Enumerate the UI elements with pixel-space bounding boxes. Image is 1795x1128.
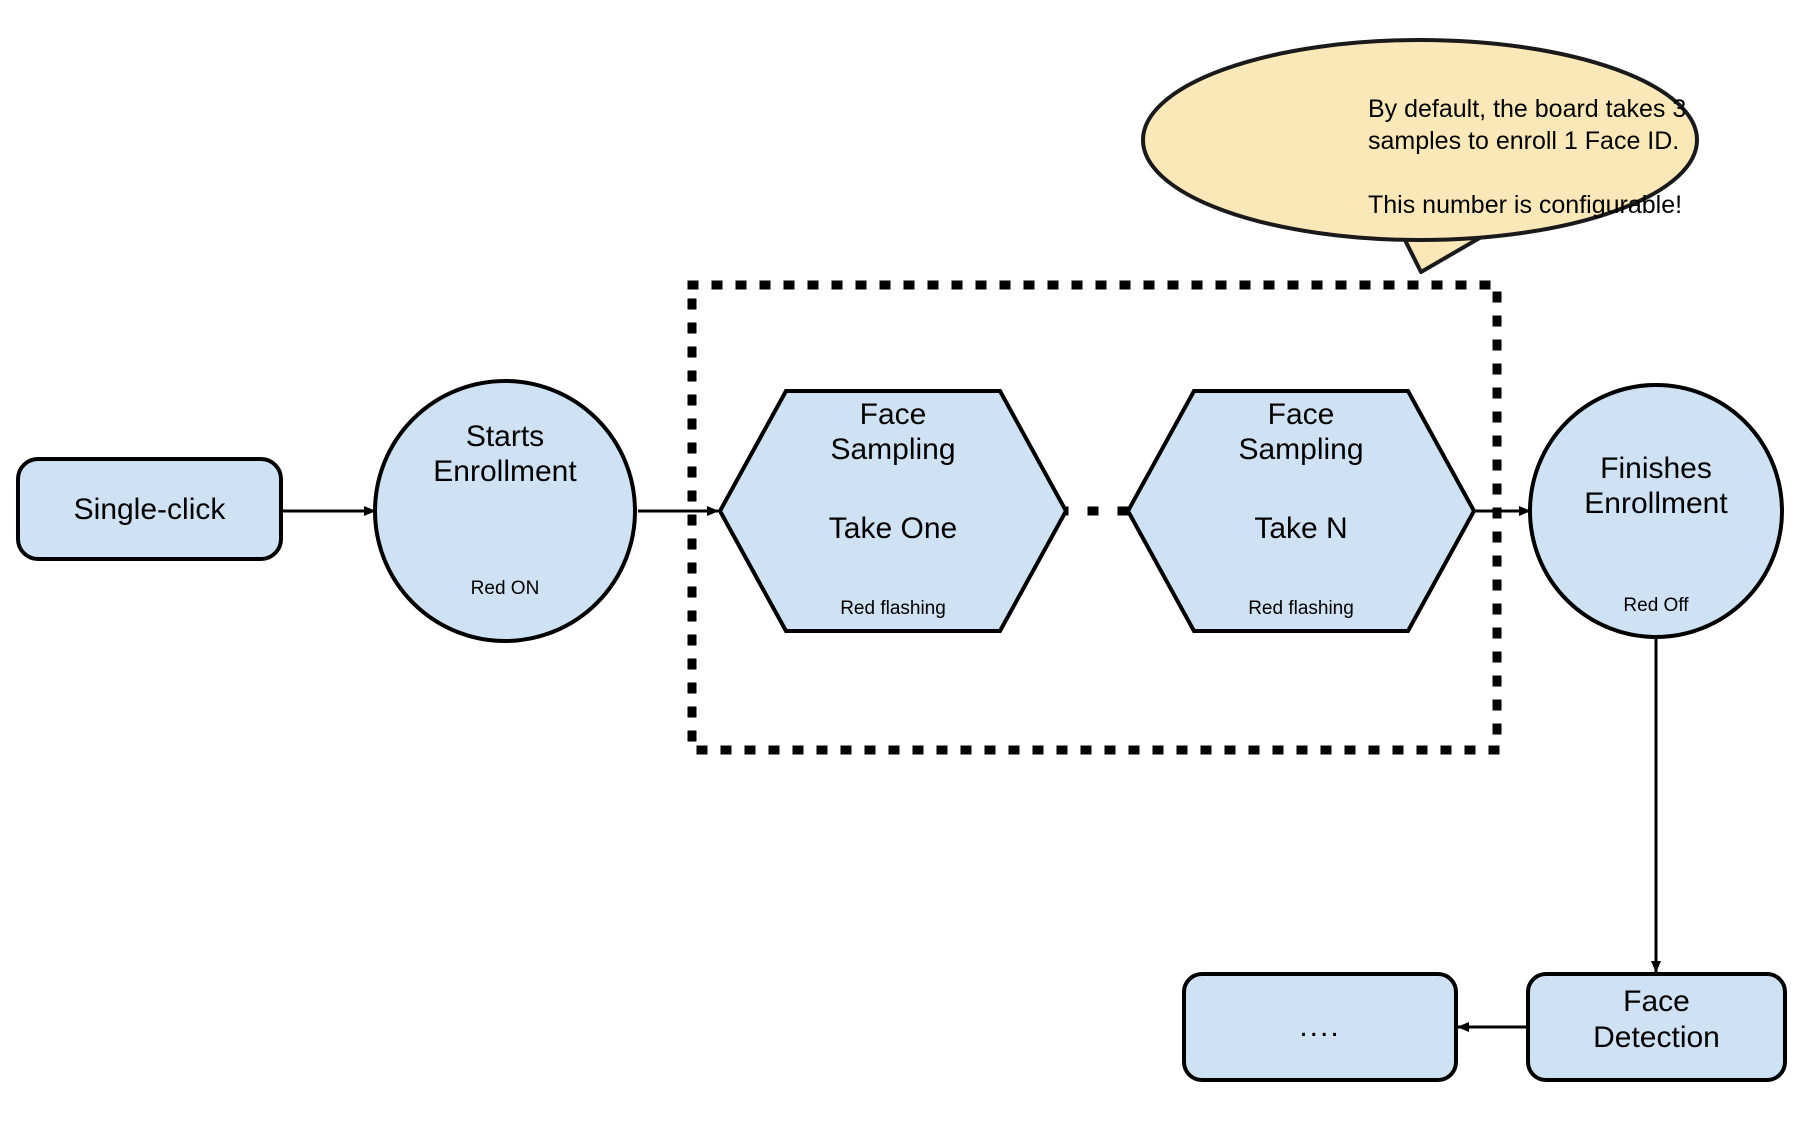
callout-tail-seam-cover — [1398, 214, 1480, 234]
node-face-sampling-take-n[interactable] — [1125, 389, 1477, 633]
node-face-detection[interactable] — [1526, 972, 1787, 1082]
sampling-loop-group-box — [687, 280, 1502, 755]
node-face-sampling-take-one[interactable] — [717, 389, 1069, 633]
node-single-click[interactable] — [16, 457, 283, 561]
callout-bubble — [1141, 38, 1699, 242]
node-finishes-enrollment[interactable] — [1528, 383, 1784, 639]
node-starts-enrollment[interactable] — [373, 379, 637, 643]
node-ellipsis[interactable] — [1182, 972, 1458, 1082]
